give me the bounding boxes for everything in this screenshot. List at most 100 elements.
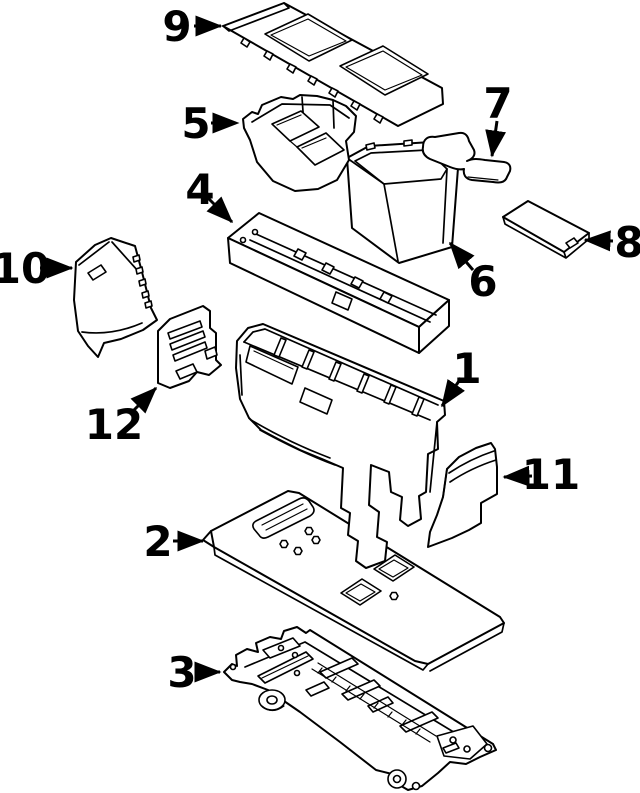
bracket-inner-edge — [244, 641, 481, 749]
bin-outline — [346, 141, 459, 264]
base-clip-4 — [379, 291, 393, 304]
shifter-slot-inner-2 — [265, 508, 308, 531]
pad-thickness-2 — [467, 176, 499, 181]
part-4-console-base — [227, 212, 450, 354]
base-notch — [331, 291, 353, 311]
callout-1-arrow — [440, 377, 466, 408]
callout-6-arrow — [448, 241, 475, 271]
part-12-side-mounting-bracket — [157, 305, 222, 389]
rear-panel-left-edge — [442, 468, 448, 498]
callout-12-arrow — [129, 386, 158, 415]
shifter-slot — [252, 497, 315, 539]
pad-thickness-1 — [427, 157, 449, 167]
small-hole-1 — [291, 651, 299, 659]
callout-3-label: 3 — [167, 648, 196, 697]
right-wall-line — [429, 421, 438, 493]
part-11-rear-finish-panel — [427, 442, 498, 548]
bin-tab-1 — [365, 142, 376, 151]
bin-front-edge — [346, 157, 385, 185]
bracket12-slot-3 — [172, 341, 208, 362]
trim-opening-1-inner — [270, 18, 347, 57]
bin-corner-edge — [383, 183, 399, 262]
right-plate-slot — [442, 742, 460, 754]
perforation-4 — [141, 290, 150, 299]
callout-12: 12 — [85, 386, 158, 449]
callout-4-label: 4 — [185, 165, 214, 214]
trim-plate-edge — [222, 2, 290, 32]
small-hole-2 — [293, 669, 301, 677]
callout-9: 9 — [162, 2, 223, 51]
mat-notch — [565, 237, 579, 249]
wall-post-2 — [301, 349, 315, 370]
trim-tab-1 — [240, 37, 251, 48]
callout-2-label: 2 — [143, 517, 172, 566]
base-clip-1 — [293, 248, 307, 261]
callout-2: 2 — [143, 517, 205, 566]
callout-11-arrow — [502, 465, 533, 487]
pad-outline — [421, 131, 512, 184]
trim-tab-6 — [350, 100, 361, 111]
console-rim-back — [243, 328, 439, 406]
callout-9-label: 9 — [162, 2, 191, 51]
part-8-compartment-mat — [502, 200, 590, 259]
interior-tray — [245, 345, 299, 385]
bolt-4 — [293, 546, 303, 556]
insert-inner-rim — [251, 103, 350, 123]
bolt-3 — [311, 535, 321, 545]
insert-outline — [242, 94, 357, 192]
plate-hole-b — [373, 554, 415, 582]
trim-tab-3 — [286, 63, 297, 74]
callouts: 1 2 3 4 5 6 7 8 — [0, 2, 640, 697]
corner-hole-left — [229, 663, 237, 671]
wall-post-5 — [383, 384, 397, 405]
cup-well-2-inner — [301, 137, 327, 149]
base-channel-2 — [255, 233, 437, 316]
right-plate-hole-2 — [463, 745, 471, 753]
part-7-cup-holder-pad — [421, 131, 512, 184]
callout-10: 10 — [0, 244, 74, 293]
front-wall-contour-1 — [250, 419, 331, 459]
callout-4-arrow — [204, 194, 234, 224]
part-6-storage-bin — [346, 139, 459, 264]
trim-panel-band — [111, 241, 139, 272]
callout-6-label: 6 — [468, 257, 497, 306]
grommet-front-foot — [261, 705, 285, 712]
callout-4: 4 — [185, 165, 234, 224]
plate-hole-a — [340, 578, 382, 606]
bracket12-slot-2 — [169, 330, 206, 351]
part-5-cup-holder-insert — [242, 94, 357, 192]
corner-ring-bottom — [411, 781, 421, 791]
trim-opening-1 — [264, 13, 353, 62]
corner-ring-right — [483, 743, 493, 753]
trim-tab-2 — [263, 50, 274, 61]
slot-e — [399, 711, 439, 733]
slot-d — [305, 681, 330, 697]
perforation-2 — [135, 266, 144, 275]
perforation-5 — [144, 300, 153, 309]
interior-tray-line — [253, 350, 294, 370]
wall-post-6 — [411, 396, 425, 417]
callout-10-label: 10 — [0, 244, 50, 293]
bin-tab-2 — [403, 139, 413, 147]
part-10-front-trim-panel — [73, 237, 158, 358]
callout-1: 1 — [440, 344, 482, 408]
callout-11: 11 — [502, 450, 580, 499]
part-3-floor-mounting-bracket — [223, 626, 497, 791]
bolt-2 — [304, 526, 314, 536]
callout-5-label: 5 — [181, 99, 210, 148]
callout-8-label: 8 — [614, 218, 640, 267]
interior-clip-box — [299, 387, 333, 415]
perforation-3 — [138, 278, 147, 287]
left-wall-line — [239, 354, 243, 396]
base-clip-2 — [321, 262, 335, 275]
callout-1-label: 1 — [452, 344, 481, 393]
bin-right-inner — [442, 168, 448, 244]
long-slot-inner — [261, 655, 309, 679]
trim-panel-bottom-curve — [81, 322, 143, 334]
perforation-1 — [132, 254, 141, 263]
trim-opening-2 — [339, 45, 429, 96]
part-1-console-housing — [235, 323, 446, 569]
trim-tab-5 — [328, 87, 339, 98]
